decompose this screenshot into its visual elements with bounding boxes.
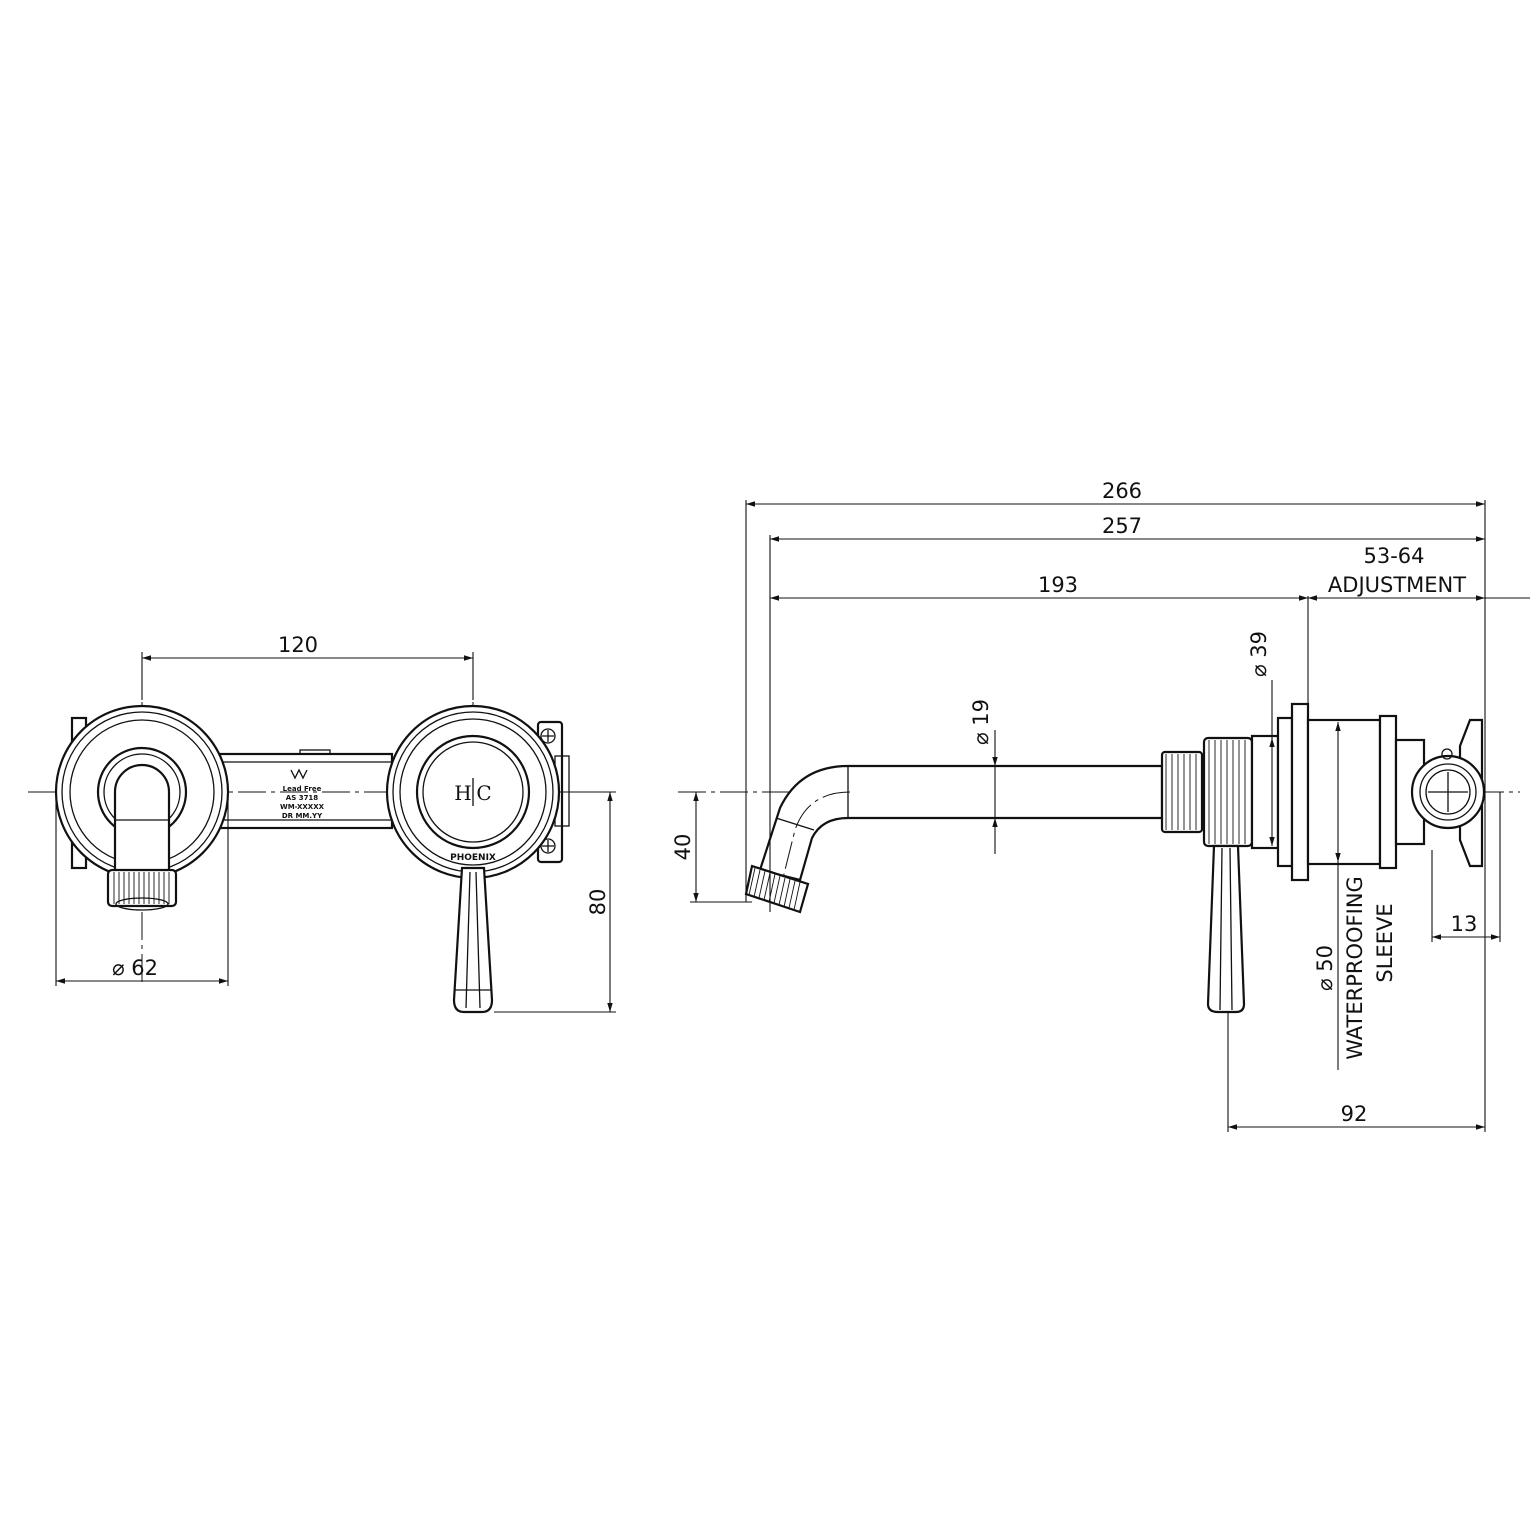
valve-inlet [1410, 718, 1486, 868]
dim-spout-total-text: 257 [1102, 514, 1142, 538]
dim-spout-dia-text: ⌀ 19 [969, 699, 993, 745]
dim-flange-dia: ⌀ 39 [1247, 631, 1275, 846]
spout-collar [1160, 750, 1204, 834]
dim-stub-text: 13 [1451, 912, 1478, 936]
sleeve-label-2: SLEEVE [1373, 903, 1397, 982]
dim-stub: 13 [1431, 850, 1500, 942]
dim-body-depth-text: 92 [1341, 1102, 1368, 1126]
dim-overall: 266 [746, 479, 1485, 507]
dim-plate-dia: ⌀ 62 [55, 800, 229, 986]
dim-lever-drop: 80 [494, 791, 616, 1013]
dim-sleeve-dia-text: ⌀ 50 [1313, 945, 1337, 991]
dim-sleeve-dia: ⌀ 50 WATERPROOFING SLEEVE [1313, 722, 1397, 1070]
hot-label: H [454, 781, 471, 805]
dim-adjustment: 53-64 ADJUSTMENT [1308, 544, 1530, 601]
side-view: 266 257 193 53-64 ADJUSTMENT ⌀ 19 [671, 479, 1530, 1132]
dim-adjust-value-text: 53-64 [1363, 544, 1424, 568]
brand-label: PHOENIX [450, 853, 496, 863]
dim-spout-reach-text: 193 [1038, 573, 1078, 597]
lever-handle [452, 866, 494, 1014]
spout-aerator [744, 864, 810, 914]
dim-lever-drop-text: 80 [586, 889, 610, 916]
sleeve-label-1: WATERPROOFING [1343, 876, 1367, 1060]
wall-flange [1250, 702, 1310, 882]
watermark-mark: Lead Free AS 3718 WM-XXXXX DR MM.YY [280, 768, 325, 820]
dim-spout-reach: 193 [770, 573, 1308, 601]
front-view: Lead Free AS 3718 WM-XXXXX DR MM.YY H C … [28, 633, 616, 1014]
dim-plate-dia-text: ⌀ 62 [112, 956, 158, 980]
watermark-line-4: DR MM.YY [282, 812, 323, 820]
mixer-shroud [1202, 736, 1254, 848]
cold-label: C [476, 781, 491, 805]
dim-centres-text: 120 [278, 633, 318, 657]
side-lever [1206, 844, 1246, 1014]
dim-overall-text: 266 [1102, 479, 1142, 503]
spout [744, 764, 1164, 914]
mixer-wall-plate: H C PHOENIX [385, 704, 561, 880]
dim-flange-dia-text: ⌀ 39 [1247, 631, 1271, 677]
waterproofing-sleeve [1306, 714, 1426, 870]
watermark-line-3: WM-XXXXX [280, 803, 325, 811]
dim-outlet-height-text: 40 [671, 834, 695, 861]
watermark-line-1: Lead Free [283, 785, 322, 793]
dim-centres: 120 [141, 633, 474, 700]
dim-outlet-height: 40 [671, 792, 752, 903]
watermark-line-2: AS 3718 [286, 794, 319, 802]
spout-wall-plate [54, 704, 230, 911]
dim-adjust-label-text: ADJUSTMENT [1328, 573, 1466, 597]
dim-spout-total: 257 [770, 514, 1485, 542]
dim-spout-dia: ⌀ 19 [969, 699, 998, 854]
dim-body-depth: 92 [1228, 1102, 1485, 1130]
